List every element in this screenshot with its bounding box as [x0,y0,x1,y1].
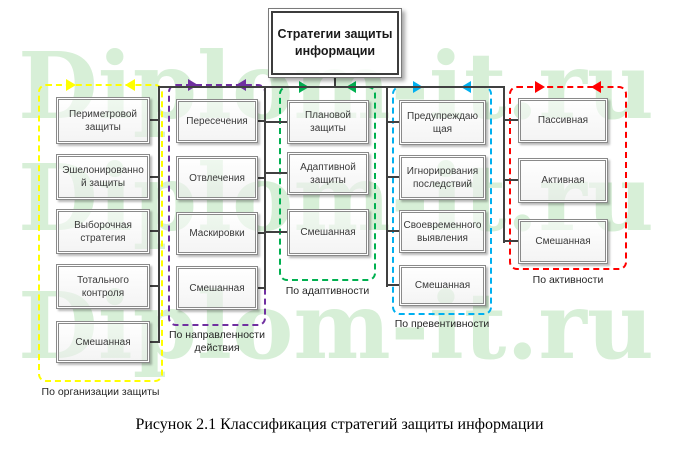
connector-line [266,172,287,174]
arrow-right-icon [535,81,546,93]
connector-line [258,177,264,179]
arrow-left-icon [124,79,135,91]
node-total-control: Тотального контроля [56,264,150,309]
connector-line [258,287,264,289]
node-perimeter-protection: Периметровой защиты [56,97,150,144]
node-adaptive-protection: Адаптивной защиты [287,152,369,195]
figure-caption: Рисунок 2.1 Классификация стратегий защи… [135,416,544,433]
connector-line [150,119,158,121]
connector-line [388,121,399,123]
node-interception: Пересечения [176,99,258,143]
arrow-left-icon [235,79,246,91]
connector-line [266,121,287,123]
arrow-right-icon [66,79,77,91]
connector-line [388,176,399,178]
connector-line [388,230,399,232]
node-passive: Пассивная [518,98,608,143]
node-preventive-warning: Предупреждающая [399,100,486,145]
connector-line [505,179,518,181]
node-ignoring-consequences: Игнорирования последствий [399,155,486,200]
group-frame-organization [38,79,163,382]
connector-line [264,86,266,290]
node-mixed-preventive: Смешанная [399,265,486,306]
node-mixed-direction: Смешанная [176,266,258,310]
node-distraction: Отвлечения [176,156,258,200]
group-label-organization: По организации защиты [41,386,160,398]
connector-line [258,232,264,234]
arrow-right-icon [188,79,199,91]
group-label-preventive: По превентивности [394,318,490,330]
node-timely-detection: Своевременного выявления [399,210,486,253]
connector-line [150,341,158,343]
connector-line [150,176,158,178]
node-planned-protection: Плановой защиты [287,100,369,144]
connector-line [266,231,287,233]
connector-line [158,86,160,343]
group-label-direction: По направленности действия [169,329,265,355]
node-mixed-activity: Смешанная [518,219,608,264]
connector-line [505,119,518,121]
connector-line [150,230,158,232]
connector-line [386,86,388,287]
node-selective-strategy: Выборочная стратегия [56,209,150,254]
node-masking: Маскировки [176,212,258,255]
connector-line [334,78,336,88]
connector-line [158,86,505,88]
arrow-left-icon [590,81,601,93]
connector-line [150,285,158,287]
root-node: Стратегии защиты информации [268,8,402,78]
connector-line [503,86,505,243]
node-layered-protection: Эшелонированной защиты [56,154,150,200]
group-label-activity: По активности [532,274,604,286]
connector-line [505,240,518,242]
connector-line [388,284,399,286]
group-label-adaptivity: По адаптивности [285,285,370,297]
node-active: Активная [518,158,608,203]
connector-line [258,120,264,122]
group-frame-activity [509,81,627,270]
node-mixed-adaptivity: Смешанная [287,209,369,256]
node-mixed-organization: Смешанная [56,321,150,363]
